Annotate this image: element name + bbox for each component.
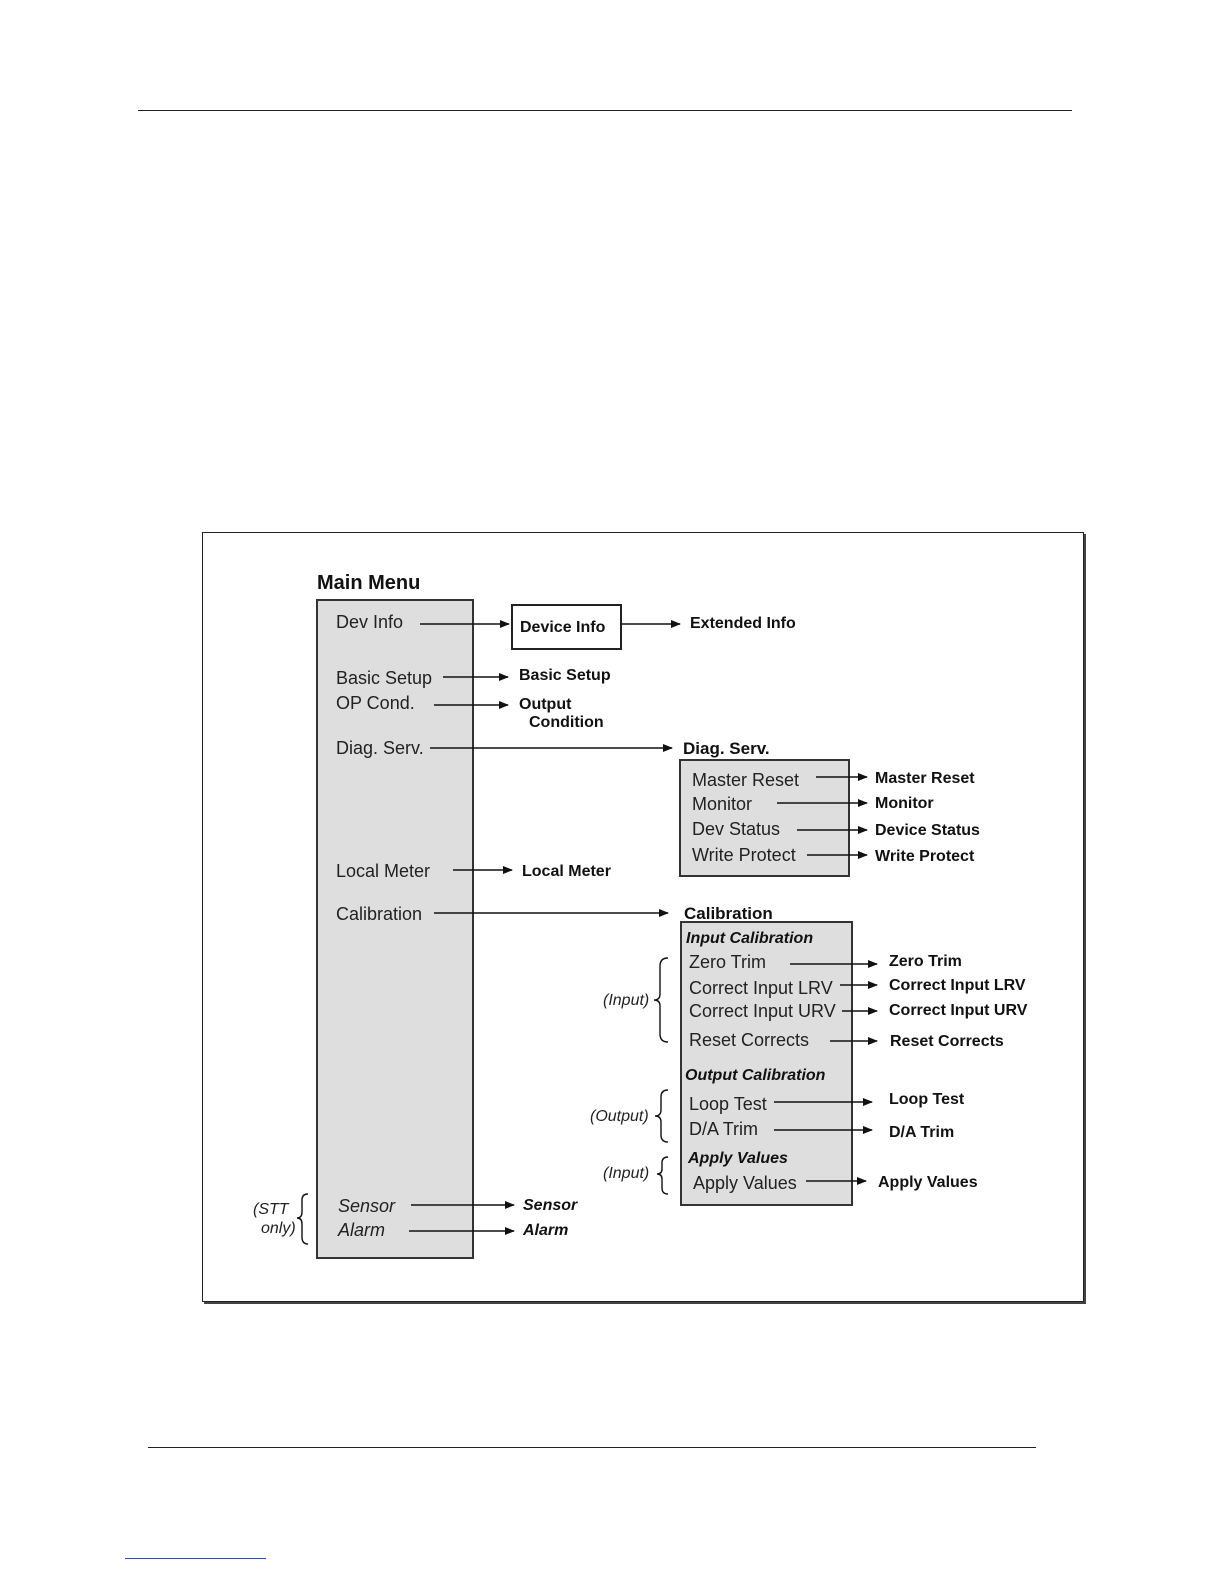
brace-stt — [296, 1193, 309, 1245]
target-sensor: Sensor — [523, 1197, 578, 1214]
cal-item-zero-trim: Zero Trim — [689, 952, 767, 972]
brace-apply — [656, 1156, 669, 1195]
diag-target-device-status: Device Status — [875, 822, 980, 839]
target-basic-setup: Basic Setup — [519, 667, 611, 684]
cal-item-apply-values: Apply Values — [693, 1173, 797, 1193]
device-info-box — [511, 604, 622, 650]
header-rule — [138, 110, 1072, 111]
diag-target-monitor: Monitor — [875, 795, 934, 812]
menu-item-basic-setup: Basic Setup — [336, 668, 433, 688]
extended-info-label: Extended Info — [690, 615, 796, 632]
cal-target-reset-corrects: Reset Corrects — [890, 1033, 1004, 1050]
diag-target-master-reset: Master Reset — [875, 770, 975, 787]
menu-item-alarm: Alarm — [338, 1220, 386, 1240]
target-output-line2: Condition — [529, 714, 604, 731]
target-local-meter: Local Meter — [522, 863, 611, 880]
input-calibration-heading: Input Calibration — [686, 930, 814, 947]
brace-label-apply: (Input) — [603, 1165, 650, 1182]
target-alarm: Alarm — [523, 1222, 569, 1239]
target-output-line1: Output — [519, 696, 572, 713]
main-menu-box — [316, 599, 474, 1259]
menu-item-diag-serv: Diag. Serv. — [336, 738, 424, 758]
diag-item-monitor: Monitor — [692, 794, 753, 814]
output-calibration-heading: Output Calibration — [685, 1067, 826, 1084]
cal-item-loop-test: Loop Test — [689, 1094, 767, 1114]
stt-note-line2: only) — [261, 1220, 296, 1237]
menu-item-dev-info: Dev Info — [336, 612, 404, 632]
footer-rule — [148, 1447, 1036, 1448]
diag-item-dev-status: Dev Status — [692, 819, 781, 839]
cal-item-correct-lrv: Correct Input LRV — [689, 978, 833, 998]
cal-target-zero-trim: Zero Trim — [889, 953, 962, 970]
apply-values-heading: Apply Values — [688, 1150, 788, 1167]
diag-target-write-protect: Write Protect — [875, 848, 975, 865]
diag-item-master-reset: Master Reset — [692, 770, 800, 790]
brace-label-input: (Input) — [603, 992, 650, 1009]
brace-output — [654, 1089, 669, 1143]
brace-label-output: (Output) — [590, 1108, 649, 1125]
stt-note-line1: (STT — [253, 1201, 289, 1218]
main-menu-title: Main Menu — [317, 572, 421, 594]
cal-target-correct-lrv: Correct Input LRV — [889, 977, 1026, 994]
diag-serv-box — [679, 759, 850, 877]
footer-link-underline — [125, 1558, 266, 1559]
cal-target-da-trim: D/A Trim — [889, 1124, 955, 1141]
cal-target-apply-values: Apply Values — [878, 1174, 978, 1191]
menu-item-local-meter: Local Meter — [336, 861, 431, 881]
cal-target-correct-urv: Correct Input URV — [889, 1002, 1028, 1019]
device-info-label: Device Info — [520, 619, 606, 636]
diag-item-write-protect: Write Protect — [692, 845, 796, 865]
cal-item-reset-corrects: Reset Corrects — [689, 1030, 810, 1050]
brace-input — [653, 957, 669, 1043]
menu-item-op-cond: OP Cond. — [336, 693, 415, 713]
menu-item-calibration: Calibration — [336, 904, 423, 924]
calibration-title: Calibration — [684, 904, 773, 923]
menu-item-sensor: Sensor — [338, 1196, 396, 1216]
cal-item-correct-urv: Correct Input URV — [689, 1001, 836, 1021]
cal-target-loop-test: Loop Test — [889, 1091, 965, 1108]
diag-serv-title: Diag. Serv. — [683, 739, 770, 758]
calibration-box — [680, 921, 853, 1206]
cal-item-da-trim: D/A Trim — [689, 1119, 759, 1139]
